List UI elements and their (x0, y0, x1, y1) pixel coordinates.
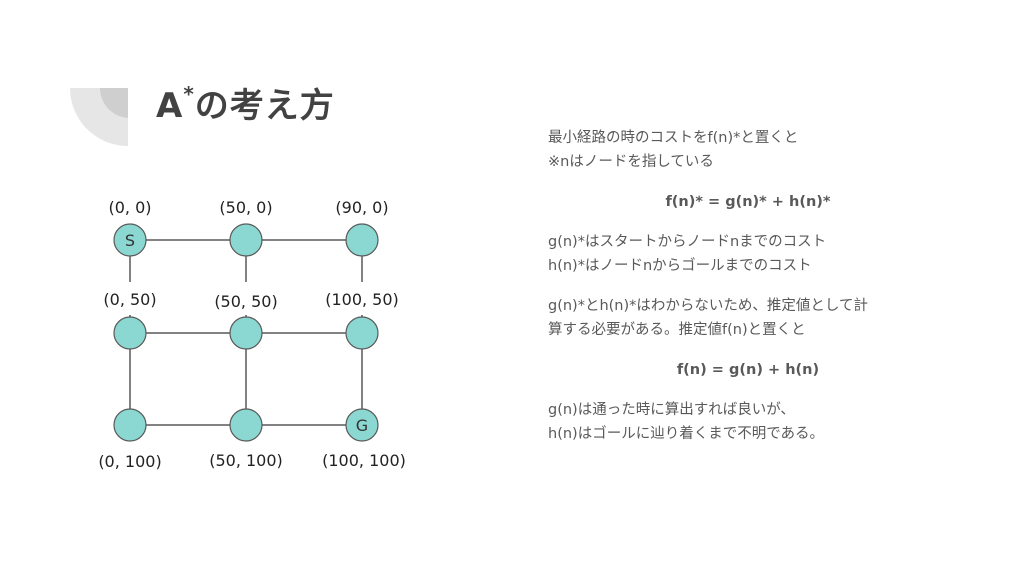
slide-title: A*の考え方 (156, 78, 335, 127)
coord-label-n50_100: (50, 100) (209, 451, 283, 470)
coord-label-n00: (0, 0) (108, 198, 151, 217)
coord-label-n0_50: (0, 50) (103, 290, 156, 309)
coord-label-n100_100: (100, 100) (322, 451, 406, 470)
graph-node-n00 (113, 223, 147, 257)
title-rest: の考え方 (194, 86, 335, 126)
text-line: h(n)*はノードnからゴールまでのコスト (548, 258, 812, 274)
explanation-text: 最小経路の時のコストをf(n)*と置くと ※nはノードを指している f(n)* … (548, 126, 948, 446)
coord-label-n0_100: (0, 100) (98, 452, 161, 471)
coord-label-n100_50: (100, 50) (325, 290, 399, 309)
graph-node-n90 (345, 223, 379, 257)
formula-f: f(n) = g(n) + h(n) (676, 362, 820, 378)
formula-f-star: f(n)* = g(n)* + h(n)* (665, 194, 831, 210)
graph-node-n100_50 (345, 316, 379, 350)
coord-label-n50_50: (50, 50) (214, 292, 277, 311)
title-star: * (183, 81, 195, 106)
node-label-n100_100: G (356, 416, 368, 435)
graph-node-n50_100 (229, 408, 263, 442)
graph-coord-labels: (0, 0) (50, 0) (90, 0) (0, 50) (50, 50) (100,… (98, 198, 406, 471)
text-line: h(n)はゴールに辿り着くまで不明である。 (548, 426, 825, 442)
graph-nodes: SG (113, 223, 379, 442)
graph-node-n0_100 (113, 408, 147, 442)
graph-node-n100_100 (345, 408, 379, 442)
decorative-corner-shape (70, 88, 128, 146)
coord-label-n50: (50, 0) (219, 198, 272, 217)
node-label-n00: S (125, 231, 135, 250)
text-line: ※nはノードを指している (548, 154, 714, 170)
title-main: A (156, 86, 184, 126)
text-line: 算する必要がある。推定値f(n)と置くと (548, 322, 806, 338)
text-line: g(n)は通った時に算出すれば良いが、 (548, 402, 795, 418)
graph-node-n0_50 (113, 316, 147, 350)
graph-node-n50_50 (229, 316, 263, 350)
graph-node-n50 (229, 223, 263, 257)
text-line: 最小経路の時のコストをf(n)*と置くと (548, 130, 799, 146)
text-line: g(n)*とh(n)*はわからないため、推定値として計 (548, 298, 868, 314)
text-line: g(n)*はスタートからノードnまでのコスト (548, 234, 827, 250)
coord-label-n90: (90, 0) (335, 198, 388, 217)
